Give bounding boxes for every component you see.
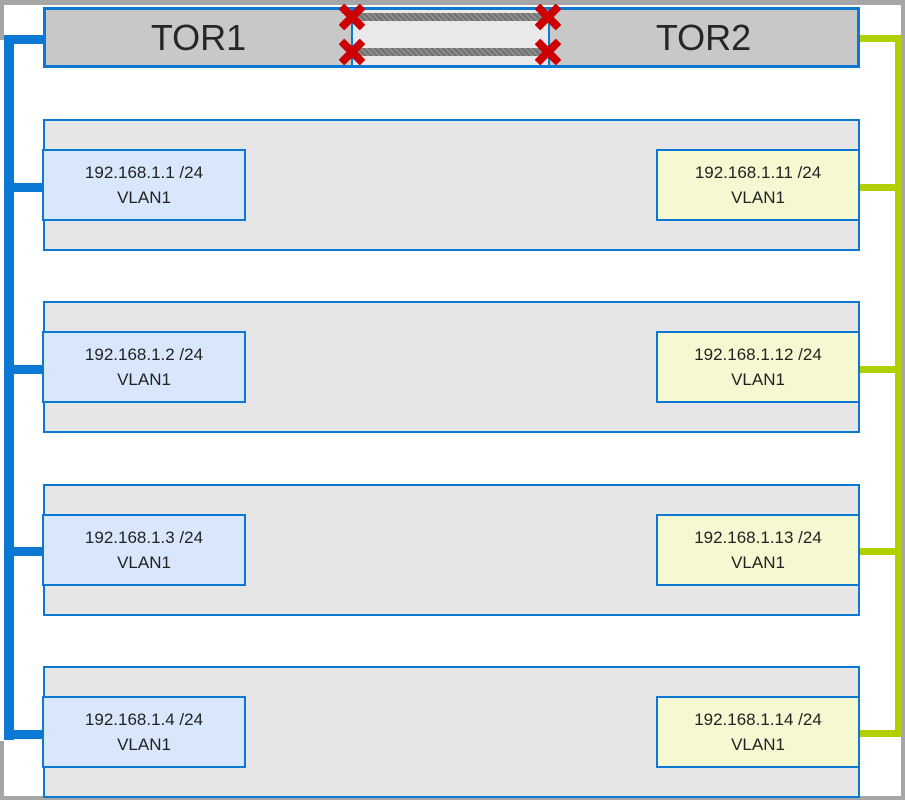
host2-left-connector — [4, 365, 45, 374]
red-x-icon — [536, 40, 560, 64]
red-x-icon — [340, 40, 364, 64]
host4-right-connector — [860, 730, 902, 737]
nic-box-right: 192.168.1.14 /24 VLAN1 — [656, 696, 860, 768]
frame-border-bottom — [0, 796, 905, 800]
host4-left-connector — [4, 730, 45, 739]
red-x-icon — [536, 5, 560, 29]
host-row: 192.168.1.4 /24 VLAN1 192.168.1.14 /24 V… — [42, 666, 860, 798]
frame-border-left-top — [0, 0, 4, 40]
tor2-trunk-line — [895, 35, 902, 737]
nic-ip: 192.168.1.1 /24 — [84, 163, 204, 182]
nic-box-right: 192.168.1.13 /24 VLAN1 — [656, 514, 860, 586]
nic-box-left: 192.168.1.1 /24 VLAN1 — [42, 149, 246, 221]
nic-ip: 192.168.1.3 /24 — [84, 528, 204, 547]
nic-ip: 192.168.1.13 /24 — [694, 528, 822, 547]
host3-right-connector — [860, 548, 902, 555]
tor1-uplink-connector — [4, 35, 45, 44]
red-x-icon — [340, 5, 364, 29]
nic-vlan: VLAN1 — [731, 553, 785, 572]
nic-vlan: VLAN1 — [731, 370, 785, 389]
nic-vlan: VLAN1 — [117, 188, 171, 207]
nic-ip: 192.168.1.4 /24 — [84, 710, 204, 729]
host-row: 192.168.1.3 /24 VLAN1 192.168.1.13 /24 V… — [42, 484, 860, 616]
nic-box-left: 192.168.1.2 /24 VLAN1 — [42, 331, 246, 403]
host1-left-connector — [4, 183, 45, 192]
frame-border-right — [901, 0, 905, 800]
nic-vlan: VLAN1 — [117, 553, 171, 572]
host-row: 192.168.1.1 /24 VLAN1 192.168.1.11 /24 V… — [42, 119, 860, 251]
nic-box-right: 192.168.1.12 /24 VLAN1 — [656, 331, 860, 403]
nic-vlan: VLAN1 — [731, 188, 785, 207]
nic-vlan: VLAN1 — [117, 370, 171, 389]
nic-ip: 192.168.1.12 /24 — [694, 345, 822, 364]
interlink-cable-bottom — [353, 48, 548, 56]
host1-right-connector — [860, 184, 902, 191]
nic-box-left: 192.168.1.3 /24 VLAN1 — [42, 514, 246, 586]
frame-border-left-bottom — [0, 741, 4, 800]
nic-box-left: 192.168.1.4 /24 VLAN1 — [42, 696, 246, 768]
nic-box-right: 192.168.1.11 /24 VLAN1 — [656, 149, 860, 221]
host-row: 192.168.1.2 /24 VLAN1 192.168.1.12 /24 V… — [42, 301, 860, 433]
host3-left-connector — [4, 547, 45, 556]
nic-vlan: VLAN1 — [117, 735, 171, 754]
tor1-trunk-line — [4, 35, 14, 740]
frame-border-top — [0, 0, 905, 5]
host2-right-connector — [860, 366, 902, 373]
nic-ip: 192.168.1.11 /24 — [694, 163, 822, 182]
nic-vlan: VLAN1 — [731, 735, 785, 754]
tor2-uplink-connector — [860, 35, 902, 42]
tor1-label: TOR1 — [150, 16, 247, 58]
interlink-cable-top — [353, 13, 548, 21]
nic-ip: 192.168.1.2 /24 — [84, 345, 204, 364]
nic-ip: 192.168.1.14 /24 — [694, 710, 822, 729]
tor2-label: TOR2 — [655, 16, 752, 58]
